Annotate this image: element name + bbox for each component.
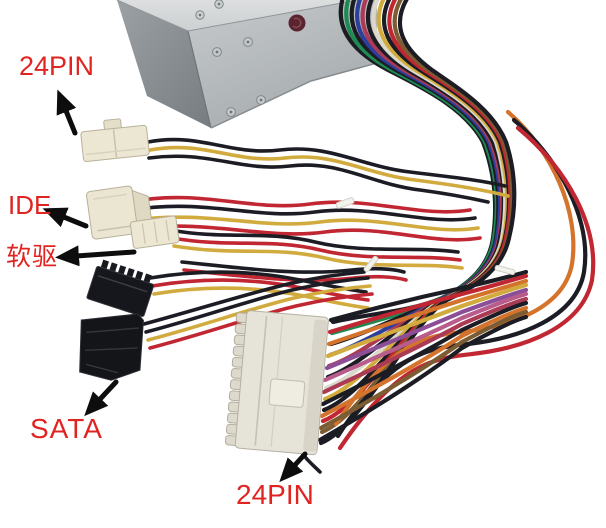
wire [144,276,370,334]
wire [128,195,472,214]
psu-front-face [188,0,377,128]
psu-top-face [117,0,356,31]
floppy-connector [129,215,180,249]
cable-tie [335,197,355,209]
wire [320,300,529,407]
annotation-arrows [42,89,308,483]
wire [328,269,529,323]
wire [146,137,507,188]
wire [319,305,529,419]
sata-connector-2 [79,313,144,381]
label-sata: SATA [30,413,103,444]
wire [148,145,510,198]
wire [146,284,372,342]
wire [318,309,529,431]
psu-box [116,0,378,129]
wire [322,291,529,383]
label-ide: IDE [8,190,52,220]
wire [170,236,462,262]
wire [321,296,529,395]
wire [148,292,374,350]
cable-harness [128,0,596,474]
wire [130,204,477,222]
wire [134,224,482,242]
cable-tie [363,255,379,273]
arrow-sata [84,379,119,417]
wire [147,154,490,204]
cable-tie [494,264,516,276]
wire [182,268,408,282]
wire [142,270,366,326]
label-24pin-top: 24PIN [19,51,95,81]
wire [337,125,596,451]
arrow-24pin-top [56,89,78,136]
cable-ties [335,197,516,276]
wire [172,244,464,270]
wire [132,215,480,232]
wire [168,228,460,254]
seal-sticker [288,14,306,32]
arrow-24pin-bottom [279,451,308,483]
atx-24pin-connector [224,310,329,456]
screws [195,0,266,117]
wire [333,109,576,427]
wire [327,273,529,335]
arrow-ide [42,207,89,229]
wire [324,287,529,371]
aux-4pin-connector [80,118,150,163]
psu-side-face [117,0,211,128]
label-floppy: 软驱 [6,243,59,271]
wire [317,314,529,443]
wire [180,260,406,274]
wire [325,282,529,359]
wire [152,286,370,310]
label-24pin-bottom: 24PIN [236,479,314,510]
wire [318,0,517,446]
wire [326,278,529,347]
sata-connector-1 [86,259,155,317]
arrow-floppy [55,245,137,267]
